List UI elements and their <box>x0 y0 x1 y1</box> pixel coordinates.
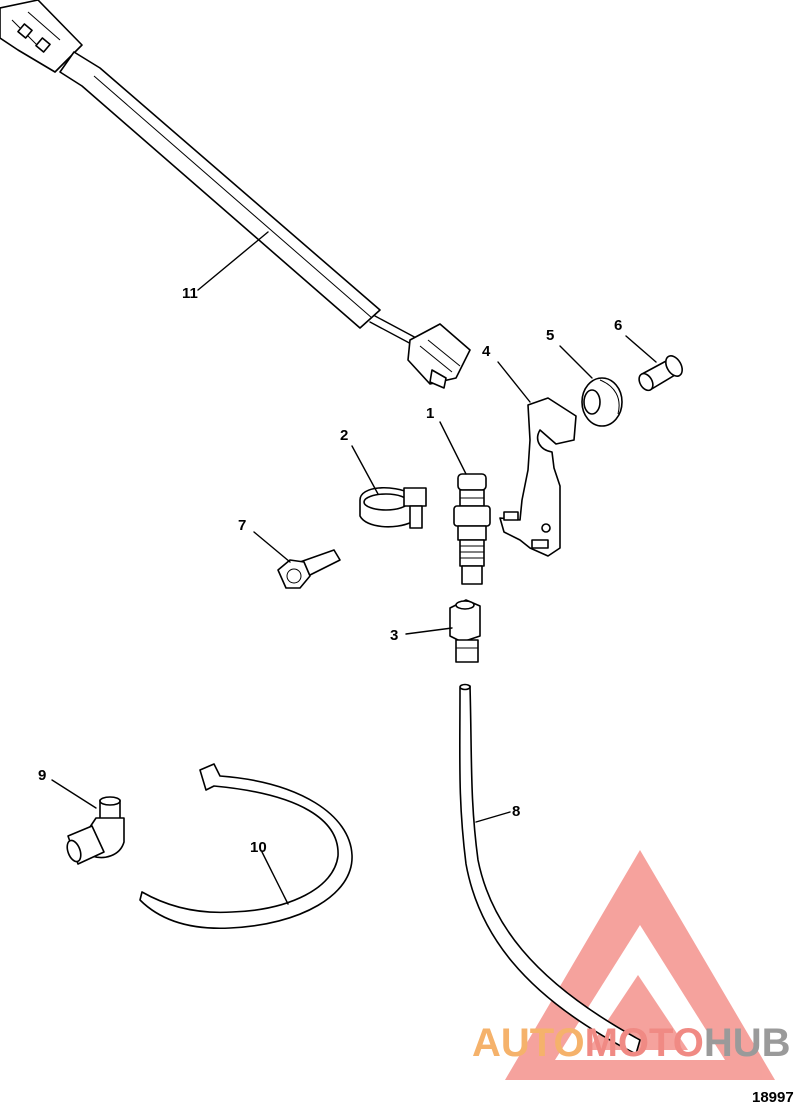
callout-9: 9 <box>38 767 46 784</box>
watermark-text: AUTOMOTOHUB <box>472 1021 791 1065</box>
hose-clamp <box>359 486 427 529</box>
watermark-text-hub: HUB <box>704 1021 791 1065</box>
sleeve <box>638 355 683 392</box>
figure-number: 18997 <box>752 1089 794 1106</box>
watermark-text-auto: AUTO <box>472 1021 585 1065</box>
callout-10: 10 <box>250 839 267 856</box>
callout-3: 3 <box>390 627 398 644</box>
bracket <box>499 397 577 557</box>
callout-6: 6 <box>614 317 622 334</box>
callout-2: 2 <box>340 427 348 444</box>
leader-lines <box>51 231 657 905</box>
callout-4: 4 <box>482 343 491 360</box>
callout-11: 11 <box>182 285 198 302</box>
watermark-text-moto: MOTO <box>585 1021 704 1065</box>
callout-5: 5 <box>546 327 554 344</box>
callout-7: 7 <box>238 517 246 534</box>
sensor <box>453 473 491 585</box>
grommet <box>581 377 623 427</box>
strap <box>139 763 353 930</box>
callout-1: 1 <box>426 405 434 422</box>
fitting <box>449 599 481 663</box>
callout-8: 8 <box>512 803 520 820</box>
elbow-fitting <box>66 796 125 865</box>
wiring-harness <box>0 0 471 389</box>
hose <box>458 683 641 1055</box>
bolt <box>277 549 341 589</box>
